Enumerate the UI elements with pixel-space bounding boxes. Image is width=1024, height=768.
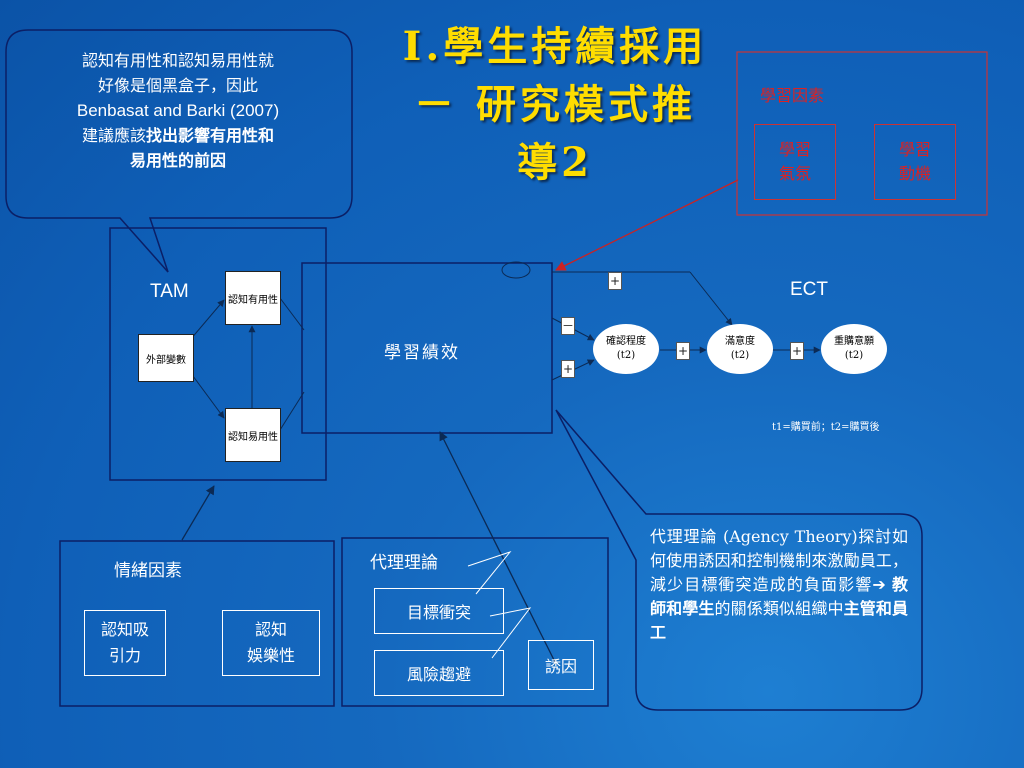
agency-heading: 代理理論 — [370, 553, 438, 573]
plus-sign-satisfaction-repurchase: + — [790, 342, 804, 360]
left-callout-plain: 建議應該 — [81, 126, 146, 145]
tam-label: TAM — [150, 281, 189, 302]
perceived-usefulness-box: 認知有用性 — [225, 271, 281, 325]
ect-label: ECT — [790, 279, 828, 300]
right-callout-shape — [555, 409, 923, 711]
learning-factors-region — [736, 51, 988, 216]
confirmation-oval: 確認程度 (t2) — [593, 324, 659, 374]
title-line-2: － 研究模式推 — [414, 81, 696, 128]
minus-sign: － — [561, 317, 575, 335]
perceived-ease-box: 認知易用性 — [225, 408, 281, 462]
learning-motivation-box: 學習 動機 — [874, 124, 956, 200]
atmosphere-line-2: 氣氛 — [778, 164, 811, 183]
motivation-line-2: 動機 — [898, 164, 931, 183]
learning-atmosphere-box: 學習 氣氛 — [754, 124, 836, 200]
plus-sign-top: + — [608, 272, 622, 290]
emotion-heading: 情緒因素 — [114, 561, 182, 581]
left-callout-bold-1: 找出影響有用性和 — [146, 126, 275, 145]
perceived-attraction-box: 認知吸 引力 — [84, 610, 166, 676]
left-callout-line-1: 認知有用性和認知易用性就 — [81, 51, 274, 70]
right-callout-text: 代理理論 (Agency Theory)探討如何使用誘因和控制機制來激勵員工，減… — [650, 527, 908, 594]
confirmation-line-2: (t2) — [616, 350, 636, 361]
perceived-enjoyment-box: 認知 娛樂性 — [222, 610, 320, 676]
right-callout: 代理理論 (Agency Theory)探討如何使用誘因和控制機制來激勵員工，減… — [650, 525, 908, 645]
left-callout-line-4: 建議應該找出影響有用性和 — [8, 123, 348, 148]
satisfaction-oval: 滿意度 (t2) — [707, 324, 773, 374]
attraction-line-1: 認知吸 — [100, 620, 149, 639]
tam-region — [109, 227, 327, 481]
incentive-box: 誘因 — [528, 640, 594, 690]
external-variables-box: 外部變數 — [138, 334, 194, 382]
learning-performance-label: 學習績效 — [384, 343, 460, 363]
goal-conflict-box: 目標衝突 — [374, 588, 504, 634]
emotion-region — [59, 540, 335, 707]
main-box — [301, 262, 553, 434]
repurchase-line-1: 重購意願 — [834, 336, 874, 347]
enjoyment-line-2: 娛樂性 — [246, 646, 295, 665]
left-callout: 認知有用性和認知易用性就 好像是個黑盒子，因此 Benbasat and Bar… — [8, 48, 348, 173]
confirmation-line-1: 確認程度 — [606, 336, 646, 347]
time-note: t1=購買前；t2=購買後 — [772, 422, 880, 433]
left-callout-line-2: 好像是個黑盒子，因此 — [97, 76, 258, 95]
right-callout-bold-1: 教師和學生 — [650, 575, 908, 618]
left-callout-line-5: 易用性的前因 — [129, 151, 226, 170]
learning-factors-heading: 學習因素 — [760, 86, 825, 105]
satisfaction-line-1: 滿意度 — [725, 336, 755, 347]
left-callout-line-3: Benbasat and Barki (2007) — [76, 101, 280, 120]
slide-title: I.學生持續採用 － 研究模式推 導2 — [355, 18, 755, 192]
repurchase-line-2: (t2) — [844, 350, 864, 361]
risk-aversion-box: 風險趨避 — [374, 650, 504, 696]
right-callout-bold-2: 主管和員工 — [650, 599, 908, 642]
enjoyment-line-1: 認知 — [254, 620, 287, 639]
title-line-3: 導2 — [517, 139, 593, 186]
plus-sign-lower: + — [561, 360, 575, 378]
motivation-line-1: 學習 — [898, 140, 931, 159]
right-arrow-icon: ➔ — [872, 575, 886, 594]
satisfaction-line-2: (t2) — [730, 350, 750, 361]
repurchase-intention-oval: 重購意願 (t2) — [821, 324, 887, 374]
title-line-1: I.學生持續採用 — [402, 23, 708, 70]
agency-region — [341, 537, 609, 707]
plus-sign-confirm-satisfaction: + — [676, 342, 690, 360]
atmosphere-line-1: 學習 — [778, 140, 811, 159]
left-callout-shape — [5, 29, 353, 273]
attraction-line-2: 引力 — [108, 646, 141, 665]
right-callout-plain: 的關係類似組織中 — [714, 599, 844, 618]
